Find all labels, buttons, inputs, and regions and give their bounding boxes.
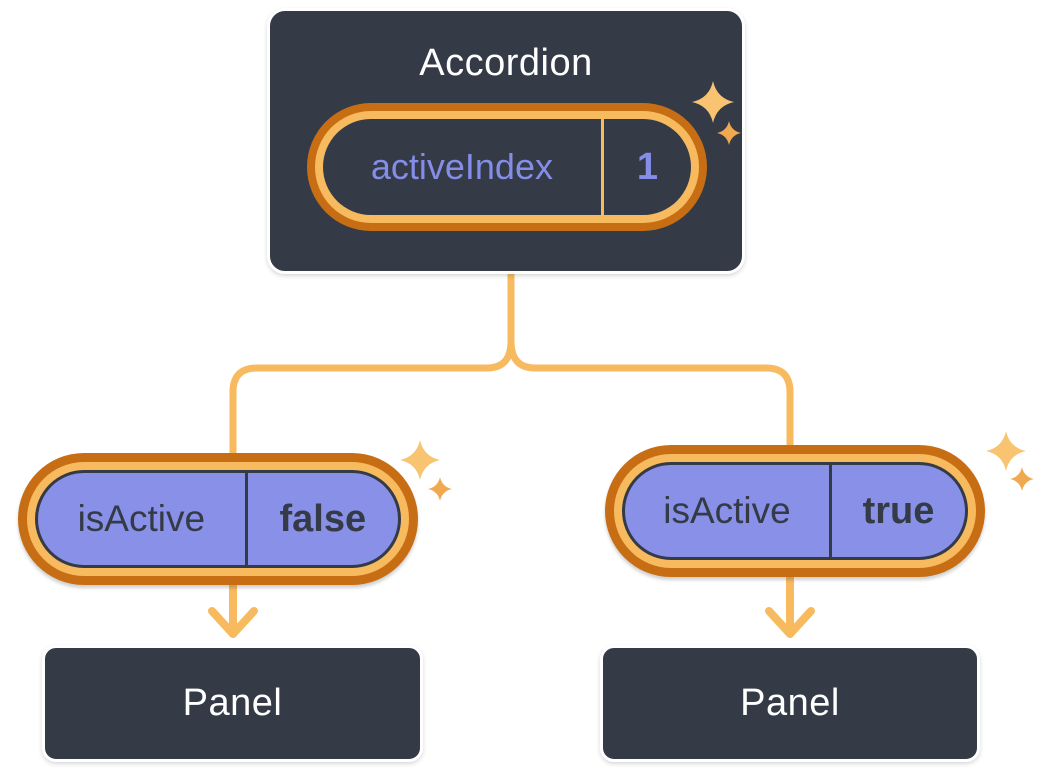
state-value-cell: 1 xyxy=(604,119,691,215)
state-pill-ring: isActive true xyxy=(614,454,976,568)
arrow-down-icon xyxy=(765,574,815,638)
state-name: isActive xyxy=(663,490,791,531)
right-state-pill: isActive true xyxy=(605,445,985,577)
panel-title: Panel xyxy=(182,682,283,724)
state-pill-ring: activeIndex 1 xyxy=(315,111,699,223)
arrow-down-icon xyxy=(208,582,258,638)
state-value-cell: true xyxy=(832,465,965,557)
tree-connector-left-branch xyxy=(229,337,515,456)
state-pill-ring: isActive false xyxy=(27,462,409,576)
accordion-title: Accordion xyxy=(419,42,593,84)
state-value: 1 xyxy=(636,145,658,188)
right-panel-box: Panel xyxy=(600,645,980,762)
sparkle-icon xyxy=(986,431,1034,491)
state-name-cell: isActive xyxy=(38,473,248,565)
state-name: isActive xyxy=(77,498,206,539)
state-value-cell: false xyxy=(248,473,398,565)
accordion-box: Accordion activeIndex 1 xyxy=(267,8,745,274)
state-name-cell: activeIndex xyxy=(323,119,604,215)
panel-title: Panel xyxy=(740,682,840,724)
left-state-pill: isActive false xyxy=(18,453,418,585)
state-name: activeIndex xyxy=(370,146,553,187)
left-panel-box: Panel xyxy=(42,645,423,762)
state-name-cell: isActive xyxy=(625,465,832,557)
accordion-state-pill: activeIndex 1 xyxy=(307,103,707,231)
state-value: true xyxy=(862,489,935,532)
tree-connector-right-branch xyxy=(507,337,794,448)
state-value: false xyxy=(279,497,367,540)
